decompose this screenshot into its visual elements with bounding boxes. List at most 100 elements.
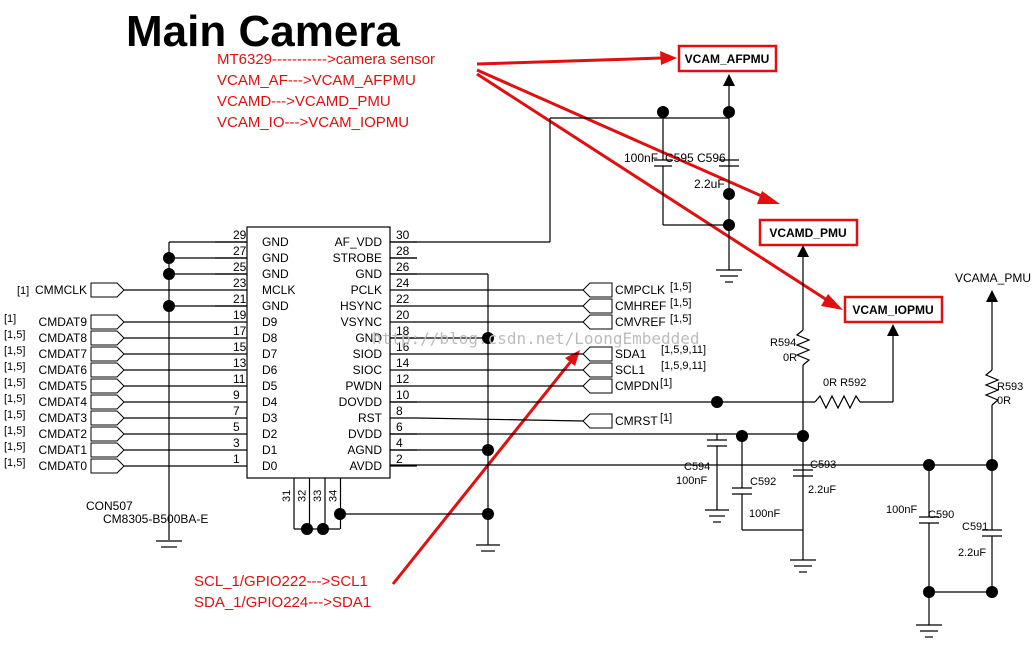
- left-pin-name: D9: [262, 315, 278, 329]
- left-pin-name: GND: [262, 251, 289, 265]
- left-net-name: CMDAT2: [39, 427, 88, 441]
- r593-ref: R593: [997, 381, 1023, 393]
- right-pin-num: 18: [396, 324, 410, 338]
- c596-value: 2.2uF: [694, 177, 725, 191]
- left-net-labels: CMMCLK[1]CMDAT9[1]CMDAT8[1,5]CMDAT7[1,5]…: [4, 282, 215, 474]
- left-pin-name: D4: [262, 395, 278, 409]
- c595-value: 100nF: [624, 151, 658, 165]
- annotation-mt6329: MT6329----------->camera sensor: [217, 51, 435, 68]
- right-pin-num: 14: [396, 356, 410, 370]
- left-pin-num: 27: [233, 244, 247, 258]
- right-pin-num: 28: [396, 244, 410, 258]
- left-pin-num: 1: [233, 452, 240, 466]
- page-title: Main Camera: [126, 7, 400, 56]
- left-pin-num: 19: [233, 308, 247, 322]
- left-net-ref: [1,5]: [4, 441, 25, 453]
- vcamd-pmu-label: VCAMD_PMU: [769, 226, 846, 240]
- left-net-name: CMDAT4: [39, 395, 88, 409]
- left-pin-num: 3: [233, 436, 240, 450]
- left-net-name: CMDAT6: [39, 363, 88, 377]
- bottom-pin-num: 32: [297, 490, 309, 502]
- left-net-name: CMDAT3: [39, 411, 88, 425]
- left-pin-name: D2: [262, 427, 278, 441]
- right-net-ref: [1,5]: [670, 281, 691, 293]
- vcam-afpmu-label: VCAM_AFPMU: [685, 52, 770, 66]
- right-pin-num: 30: [396, 228, 410, 242]
- left-gnd-bus: [156, 241, 247, 548]
- r594-value: 0R: [783, 352, 797, 364]
- red-arrows: [391, 51, 843, 585]
- right-net-ref: [1,5,9,11]: [661, 360, 706, 372]
- right-net-ref: [1,5]: [670, 313, 691, 325]
- right-pin-num: 16: [396, 340, 410, 354]
- left-net-ref: [1]: [17, 285, 29, 297]
- c590-ref: C590: [928, 509, 954, 521]
- left-net-ref: [1,5]: [4, 425, 25, 437]
- left-pin-num: 7: [233, 404, 240, 418]
- bottom-pin-num: 31: [281, 490, 293, 502]
- annotation-vcam-io: VCAM_IO--->VCAM_IOPMU: [217, 114, 409, 131]
- right-pin-name: GND: [355, 267, 382, 281]
- left-pin-num: 17: [233, 324, 247, 338]
- right-pin-num: 4: [396, 436, 403, 450]
- c592-value: 100nF: [749, 508, 780, 520]
- watermark: http://blog.csdn.net/LoongEmbedded: [372, 329, 700, 348]
- vcam-iopmu-label: VCAM_IOPMU: [852, 303, 933, 317]
- left-pin-name: D5: [262, 379, 278, 393]
- right-net-labels: CMPCLK[1,5]CMHREF[1,5]CMVREF[1,5]SDA1[1,…: [416, 281, 706, 429]
- left-pin-num: 15: [233, 340, 247, 354]
- right-pin-num: 2: [396, 452, 403, 466]
- right-pin-num: 20: [396, 308, 410, 322]
- right-pin-num: 6: [396, 420, 403, 434]
- left-net-name: CMDAT1: [39, 443, 88, 457]
- left-net-name: CMDAT5: [39, 379, 88, 393]
- connector-right-pins: 30AF_VDD28STROBE26GND24PCLK22HSYNC20VSYN…: [333, 228, 417, 473]
- left-net-ref: [1,5]: [4, 409, 25, 421]
- r594-ref: R594: [770, 337, 796, 349]
- left-net-name: CMDAT0: [39, 459, 88, 473]
- c590-value: 100nF: [886, 504, 917, 516]
- left-net-ref: [1,5]: [4, 457, 25, 469]
- right-pin-name: SIOD: [353, 347, 383, 361]
- annotation-scl: SCL_1/GPIO222--->SCL1: [194, 573, 368, 590]
- left-pin-name: D8: [262, 331, 278, 345]
- right-pin-num: 26: [396, 260, 410, 274]
- right-pin-name: DVDD: [348, 427, 382, 441]
- vcamd-network: [390, 245, 816, 573]
- c594-ref: C594: [684, 461, 710, 473]
- left-net-ref: [1,5]: [4, 361, 25, 373]
- right-net-ref: [1]: [660, 412, 672, 424]
- right-net-name: CMHREF: [615, 299, 666, 313]
- left-pin-num: 11: [233, 372, 246, 386]
- right-gnd-column: [390, 273, 500, 552]
- left-net-ref: [1,5]: [4, 345, 25, 357]
- left-net-name: CMMCLK: [35, 283, 87, 297]
- c591-value: 2.2uF: [958, 547, 986, 559]
- left-pin-name: GND: [262, 267, 289, 281]
- left-net-ref: [1,5]: [4, 329, 25, 341]
- bottom-gnd: [294, 508, 488, 535]
- left-pin-num: 13: [233, 356, 247, 370]
- right-net-name: CMVREF: [615, 315, 666, 329]
- left-net-ref: [1]: [4, 313, 16, 325]
- r593-value: 0R: [997, 395, 1011, 407]
- right-pin-num: 24: [396, 276, 410, 290]
- right-pin-name: PWDN: [345, 379, 382, 393]
- left-pin-name: GND: [262, 299, 289, 313]
- annotation-sda: SDA_1/GPIO224--->SDA1: [194, 594, 371, 611]
- right-pin-name: AVDD: [350, 459, 383, 473]
- afvdd-network: [390, 74, 742, 283]
- left-pin-name: D3: [262, 411, 278, 425]
- vcamd-pmu-box: [758, 218, 859, 247]
- right-pin-name: AGND: [347, 443, 382, 457]
- left-pin-name: D0: [262, 459, 278, 473]
- right-net-ref: [1]: [660, 377, 672, 389]
- left-pin-name: D6: [262, 363, 278, 377]
- right-net-ref: [1,5]: [670, 297, 691, 309]
- vcama-pmu-label: VCAMA_PMU: [955, 271, 1031, 285]
- left-net-name: CMDAT9: [39, 315, 88, 329]
- bottom-pin-num: 33: [312, 490, 324, 502]
